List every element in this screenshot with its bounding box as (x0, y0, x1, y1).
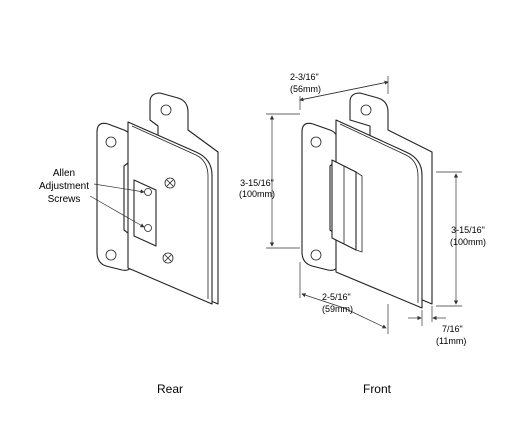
dim-right-height-mm: (100mm) (450, 237, 486, 247)
dim-right-height-in: 3-15/16" (451, 225, 485, 235)
rear-knuckle-block (133, 179, 157, 247)
front-back-leaf-hole (360, 104, 372, 116)
front-plate-top-hole (310, 136, 322, 148)
dim-top-width-mm: (56mm) (290, 84, 321, 94)
rear-glass-plate (127, 121, 213, 305)
dim-left-height: 3-15/16" (100mm) (239, 113, 300, 249)
dim-right-height: 3-15/16" (100mm) (436, 171, 486, 307)
rear-wall-plate (96, 122, 133, 271)
dim-bottom-width-in: 2-5/16" (322, 292, 351, 302)
dim-thickness-in: 7/16" (442, 324, 463, 334)
front-glass-plate (335, 119, 423, 309)
rear-plate-bottom-hole (105, 249, 117, 261)
front-plate-bottom-hole (310, 249, 322, 261)
caption-front: Front (363, 382, 392, 396)
dim-bottom-width: 2-5/16" (59mm) (299, 262, 389, 334)
front-hinge-drawing (301, 92, 433, 309)
caption-rear: Rear (157, 382, 183, 396)
dim-left-height-in: 3-15/16" (240, 178, 274, 188)
dim-thickness: 7/16" (11mm) (408, 306, 466, 346)
dim-thickness-mm: (11mm) (436, 336, 466, 346)
rear-clamp-screw-bottom-icon (162, 252, 174, 264)
rear-plate-top-hole (105, 136, 117, 148)
rear-screw-lower (144, 224, 152, 232)
allen-screws-callout: Allen Adjustment Screws (39, 168, 145, 228)
callout-line-1: Allen (53, 168, 75, 179)
dim-left-height-mm: (100mm) (239, 189, 275, 199)
dim-top-width-in: 2-3/16" (290, 72, 319, 82)
rear-hinge-drawing (96, 92, 219, 305)
rear-back-leaf-hole (160, 104, 172, 116)
callout-line-2: Adjustment (39, 181, 89, 192)
front-wall-plate (301, 122, 339, 271)
dim-bottom-width-mm: (59mm) (322, 304, 353, 314)
rear-clamp-screw-top-icon (164, 177, 176, 189)
dim-top-width: 2-3/16" (56mm) (290, 72, 389, 110)
callout-line-3: Screws (48, 194, 81, 205)
